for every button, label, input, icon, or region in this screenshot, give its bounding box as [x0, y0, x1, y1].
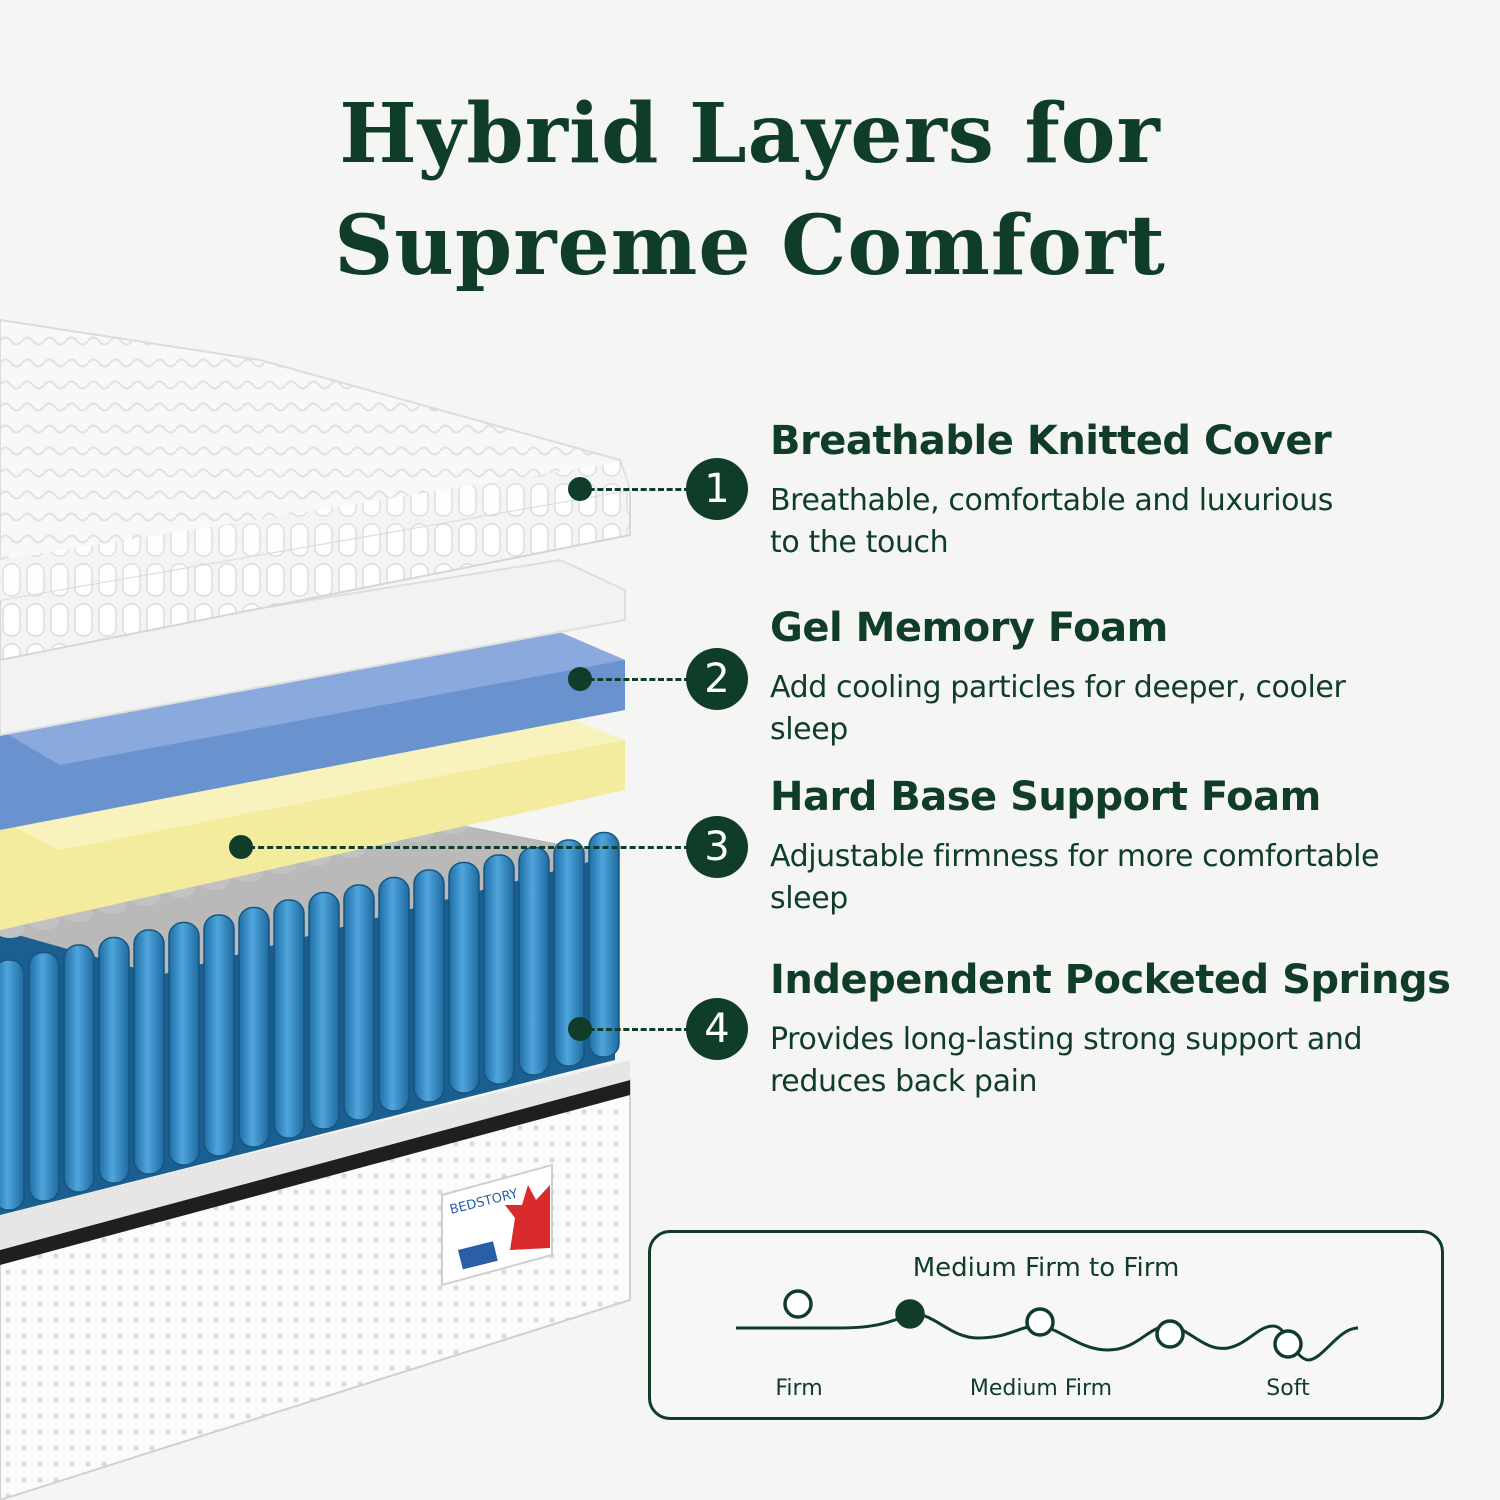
firmness-point: [1025, 1307, 1055, 1337]
pocket-spring: [28, 951, 60, 1202]
firmness-point-selected: [895, 1299, 925, 1329]
scale-label-medium-firm: Medium Firm: [969, 1376, 1113, 1401]
pocket-spring: [518, 846, 550, 1076]
scale-label-soft: Soft: [1266, 1376, 1310, 1401]
pocket-spring: [588, 831, 620, 1058]
connector-line-2: [580, 678, 690, 681]
feature-description: Provides long-lasting strong support and…: [770, 1022, 1363, 1099]
anchor-dot-4: [568, 1017, 592, 1041]
pocket-spring: [273, 899, 305, 1139]
firmness-point: [1273, 1329, 1303, 1359]
pocket-spring: [168, 921, 200, 1166]
feature-title: Breathable Knitted Cover: [770, 418, 1332, 464]
connector-line-1: [580, 488, 690, 491]
firmness-point: [783, 1289, 813, 1319]
comfort-foam-layer: [0, 558, 626, 737]
firmness-scale-card: Medium Firm to Firm Firm Medium Firm Sof…: [648, 1230, 1444, 1420]
pocket-spring: [0, 959, 25, 1211]
pocket-spring: [483, 854, 515, 1085]
pocket-springs-layer: [0, 746, 620, 1215]
layer-number-badge-4: 4: [686, 998, 748, 1060]
certification-icon: [457, 1241, 498, 1270]
maple-leaf-icon: [505, 1185, 550, 1250]
page-title: Hybrid Layers for Supreme Comfort: [0, 78, 1500, 302]
pocket-spring: [343, 884, 375, 1121]
feature-gel-memory-foam: Gel Memory Foam Add cooling particles fo…: [770, 603, 1470, 751]
pocket-spring: [448, 861, 480, 1094]
support-foam-layer: [0, 715, 625, 930]
connector-line-3: [240, 846, 690, 849]
title-line-1: Hybrid Layers for: [339, 86, 1161, 182]
pocket-spring: [378, 876, 410, 1112]
firmness-scale-graphic: [736, 1289, 1359, 1362]
firmness-point: [1155, 1319, 1185, 1349]
feature-title: Gel Memory Foam: [770, 605, 1168, 651]
mattress-base: [0, 1060, 631, 1500]
feature-knitted-cover: Breathable Knitted Cover Breathable, com…: [770, 416, 1470, 564]
pocket-spring: [133, 929, 165, 1175]
pocket-spring: [413, 869, 445, 1103]
pocket-spring: [98, 936, 130, 1184]
layer-number-badge-3: 3: [686, 816, 748, 878]
pocket-spring: [553, 839, 585, 1067]
layer-number-badge-2: 2: [686, 648, 748, 710]
feature-title: Hard Base Support Foam: [770, 774, 1321, 820]
pocket-spring: [238, 906, 270, 1148]
feature-description: Add cooling particles for deeper, cooler…: [770, 670, 1346, 747]
anchor-dot-2: [568, 667, 592, 691]
brand-tag: BEDSTORY: [441, 1163, 553, 1287]
feature-description: Breathable, comfortable and luxurious to…: [770, 483, 1333, 560]
scale-label-firm: Firm: [775, 1376, 823, 1401]
feature-title: Independent Pocketed Springs: [770, 957, 1451, 1003]
pocket-spring: [203, 914, 235, 1157]
connector-line-4: [580, 1028, 690, 1031]
feature-pocketed-springs: Independent Pocketed Springs Provides lo…: [770, 955, 1470, 1103]
anchor-dot-3: [229, 835, 253, 859]
title-line-2: Supreme Comfort: [334, 198, 1166, 294]
layer-number-badge-1: 1: [686, 458, 748, 520]
feature-hard-base-foam: Hard Base Support Foam Adjustable firmne…: [770, 772, 1470, 920]
gel-foam-layer: [0, 630, 625, 830]
anchor-dot-1: [568, 477, 592, 501]
firmness-title: Medium Firm to Firm: [912, 1253, 1180, 1283]
feature-description: Adjustable firmness for more comfortable…: [770, 839, 1380, 916]
mattress-illustration: BEDSTORY: [0, 318, 632, 1500]
pocket-spring: [308, 891, 340, 1130]
pocket-spring: [63, 944, 95, 1193]
knitted-cover-layer: [0, 318, 632, 662]
